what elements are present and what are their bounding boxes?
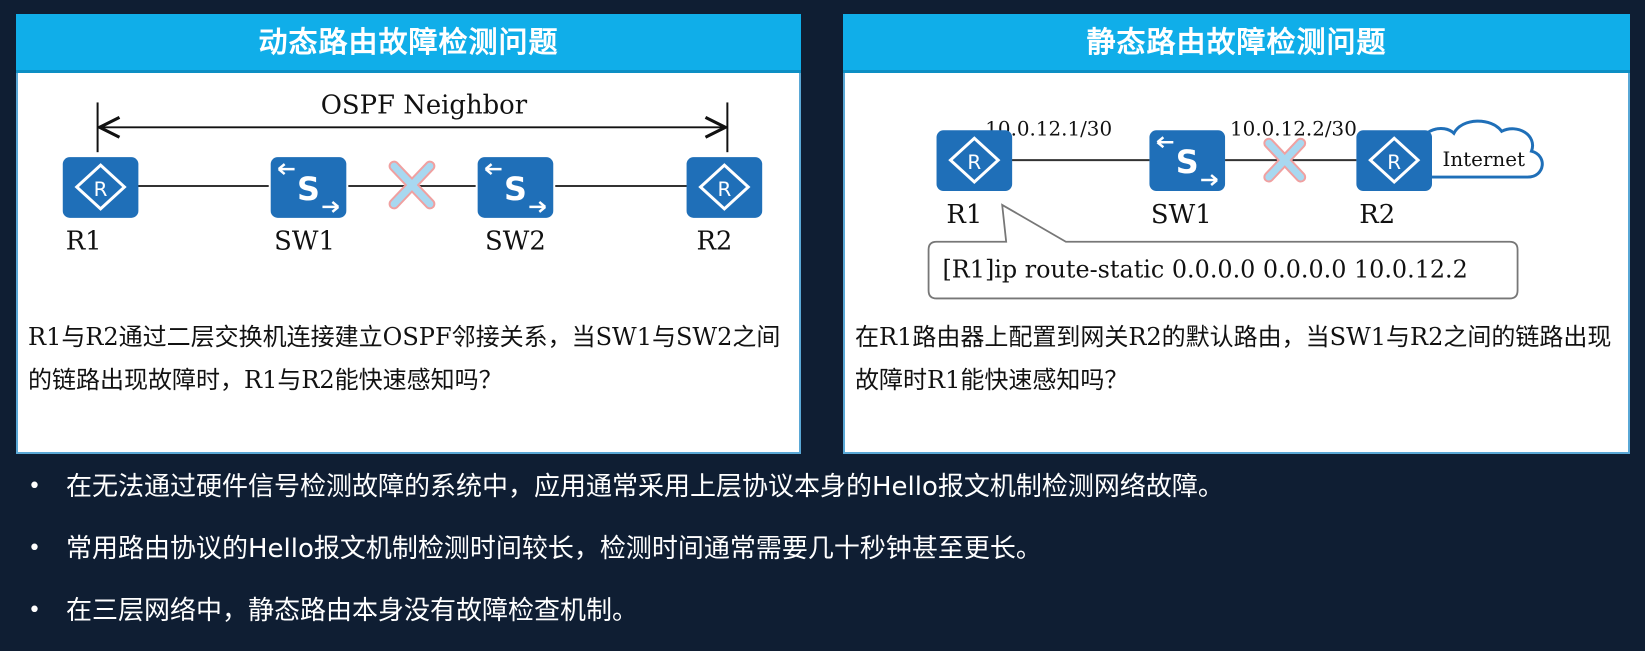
fault-x-icon (1263, 137, 1307, 183)
callout-box (927, 203, 1519, 300)
router-icon: R (62, 157, 139, 218)
router-icon: R (936, 130, 1013, 191)
svg-text:R: R (94, 178, 108, 201)
node-label-r1: R1 (66, 227, 102, 257)
list-item: • 在无法通过硬件信号检测故障的系统中，应用通常采用上层协议本身的Hello报文机… (22, 465, 1622, 527)
switch-icon: S (1149, 130, 1226, 191)
router-icon: R (686, 157, 763, 218)
svg-text:S: S (297, 170, 320, 208)
panel-body: 10.0.12.1/30 10.0.12.2/30 Internet R R1 (843, 73, 1630, 454)
svg-text:R: R (967, 151, 981, 174)
svg-text:S: S (504, 170, 527, 208)
bullet-icon: • (28, 474, 41, 499)
panel-title: 静态路由故障检测问题 (843, 14, 1630, 73)
bullet-icon: • (28, 536, 41, 561)
bullet-icon: • (28, 598, 41, 623)
panel-description: 在R1路由器上配置到网关R2的默认路由，当SW1与R2之间的链路出现故障时R1能… (855, 323, 1612, 394)
node-label-r1: R1 (946, 200, 982, 230)
list-item: • 在三层网络中，静态路由本身没有故障检查机制。 (22, 589, 1622, 651)
static-route-diagram: 10.0.12.1/30 10.0.12.2/30 Internet R R1 (927, 117, 1544, 300)
panel-body: OSPF Neighbor R R1 S (16, 73, 801, 454)
static-routing-panel: 静态路由故障检测问题 10.0.12.1/30 10.0.12.2/30 Int… (843, 14, 1630, 454)
addr-right: 10.0.12.2/30 (1230, 117, 1357, 140)
static-route-command: [R1]ip route-static 0.0.0.0 0.0.0.0 10.0… (943, 256, 1468, 284)
dynamic-routing-panel: 动态路由故障检测问题 OSPF Neighbor (16, 14, 801, 454)
ospf-diagram: OSPF Neighbor R R1 S (62, 90, 763, 257)
svg-text:R: R (717, 178, 731, 201)
node-label-r2: R2 (1359, 200, 1395, 230)
switch-icon: S (270, 157, 347, 218)
node-label-sw2: SW2 (485, 227, 546, 257)
node-label-r2: R2 (696, 227, 732, 257)
node-label-sw1: SW1 (274, 227, 335, 257)
ospf-neighbor-label: OSPF Neighbor (321, 90, 528, 120)
panel-description: R1与R2通过二层交换机连接建立OSPF邻接关系，当SW1与SW2之间的链路出现… (28, 323, 781, 394)
switch-icon: S (477, 157, 554, 218)
svg-text:R: R (1387, 151, 1401, 174)
fault-x-icon (388, 160, 436, 210)
bullet-text: 常用路由协议的Hello报文机制检测时间较长，检测时间通常需要几十秒钟甚至更长。 (66, 534, 1042, 564)
router-icon: R (1356, 130, 1433, 191)
addr-left: 10.0.12.1/30 (985, 117, 1112, 140)
panel-title: 动态路由故障检测问题 (16, 14, 801, 73)
bullet-text: 在三层网络中，静态路由本身没有故障检查机制。 (66, 596, 639, 626)
bullet-text: 在无法通过硬件信号检测故障的系统中，应用通常采用上层协议本身的Hello报文机制… (66, 472, 1224, 502)
list-item: • 常用路由协议的Hello报文机制检测时间较长，检测时间通常需要几十秒钟甚至更长… (22, 527, 1622, 589)
svg-text:S: S (1176, 143, 1199, 181)
bullet-list: • 在无法通过硬件信号检测故障的系统中，应用通常采用上层协议本身的Hello报文机… (22, 465, 1622, 651)
internet-label: Internet (1443, 148, 1525, 171)
node-label-sw1: SW1 (1151, 200, 1212, 230)
